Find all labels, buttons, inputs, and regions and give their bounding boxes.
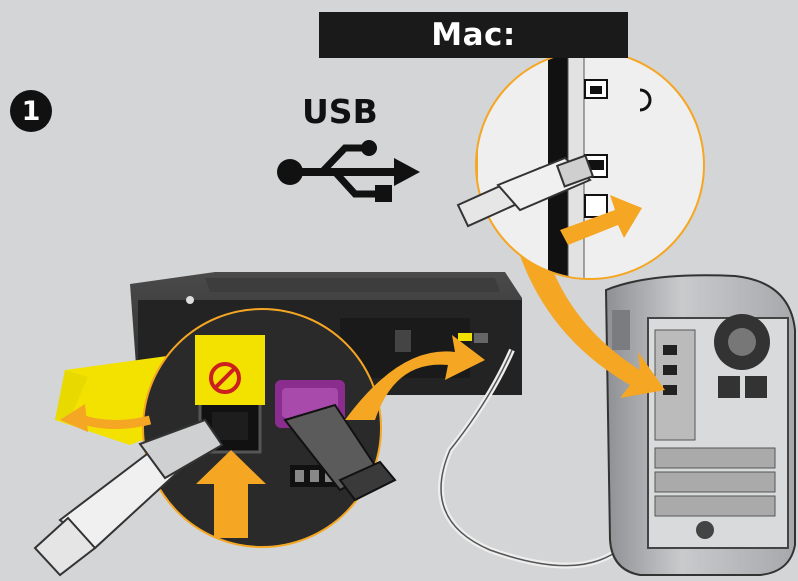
orange-arrow-printer [345, 335, 485, 420]
usb-symbol-icon [277, 140, 420, 202]
insert-arrow-icon [560, 195, 642, 245]
mac-tower [604, 274, 796, 576]
mac-port-zoom [456, 50, 705, 280]
page-title: Mac: [431, 17, 516, 53]
usb-label: USB [302, 92, 378, 131]
step-number: 1 [21, 95, 41, 127]
usb-b-plug [33, 418, 224, 577]
up-arrow-icon [196, 450, 266, 538]
curved-arrow-head [60, 404, 88, 432]
step-number-badge: 1 [10, 90, 52, 132]
printer-port-zoom [142, 308, 397, 548]
os-banner: Mac: [319, 12, 628, 58]
